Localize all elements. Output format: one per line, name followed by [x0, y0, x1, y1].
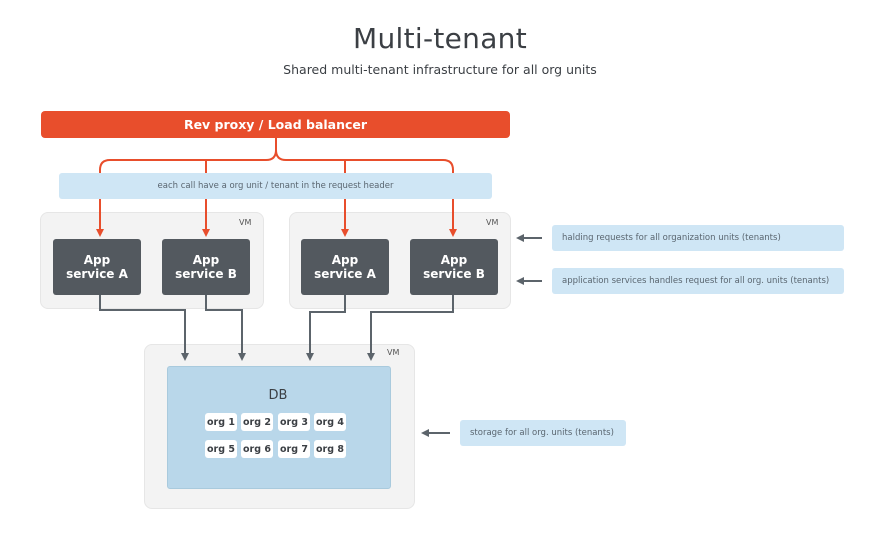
page-title: Multi-tenant	[353, 22, 527, 55]
holding-requests-note: halding requests for all organization un…	[552, 225, 844, 251]
org-chip-5: org 5	[205, 440, 237, 458]
service-line2: service A	[66, 267, 128, 281]
org-chip-3: org 3	[278, 413, 310, 431]
storage-note: storage for all org. units (tenants)	[460, 420, 626, 446]
service-line2: service A	[314, 267, 376, 281]
app-service-b-right: App service B	[410, 239, 498, 295]
vm-label-left: VM	[239, 218, 252, 227]
connector-service-2-db	[205, 294, 246, 361]
org-chip-7: org 7	[278, 440, 310, 458]
service-line1: App	[331, 253, 359, 267]
connector-service-1-db	[99, 294, 189, 361]
org-chip-4: org 4	[314, 413, 346, 431]
service-line1: App	[192, 253, 220, 267]
proxy-fanout-lines	[99, 138, 454, 173]
org-chip-2: org 2	[241, 413, 273, 431]
org-chip-6: org 6	[241, 440, 273, 458]
app-service-b-left: App service B	[162, 239, 250, 295]
service-line2: service B	[175, 267, 237, 281]
page-subtitle: Shared multi-tenant infrastructure for a…	[283, 62, 597, 77]
rev-proxy-label: Rev proxy / Load balancer	[183, 117, 368, 132]
service-line1: App	[440, 253, 468, 267]
app-service-a-left: App service A	[53, 239, 141, 295]
connector-service-4-db	[367, 294, 454, 361]
service-line1: App	[83, 253, 111, 267]
rev-proxy-load-balancer: Rev proxy / Load balancer	[41, 111, 510, 138]
request-header-note: each call have a org unit / tenant in th…	[59, 173, 492, 199]
org-chip-1: org 1	[205, 413, 237, 431]
vm-label-right: VM	[486, 218, 499, 227]
database-label: DB	[268, 388, 288, 403]
app-service-a-right: App service A	[301, 239, 389, 295]
connector-service-3-db	[306, 294, 346, 361]
vm-label-db: VM	[387, 348, 400, 357]
app-services-note: application services handles request for…	[552, 268, 844, 294]
org-chip-8: org 8	[314, 440, 346, 458]
service-line2: service B	[423, 267, 485, 281]
